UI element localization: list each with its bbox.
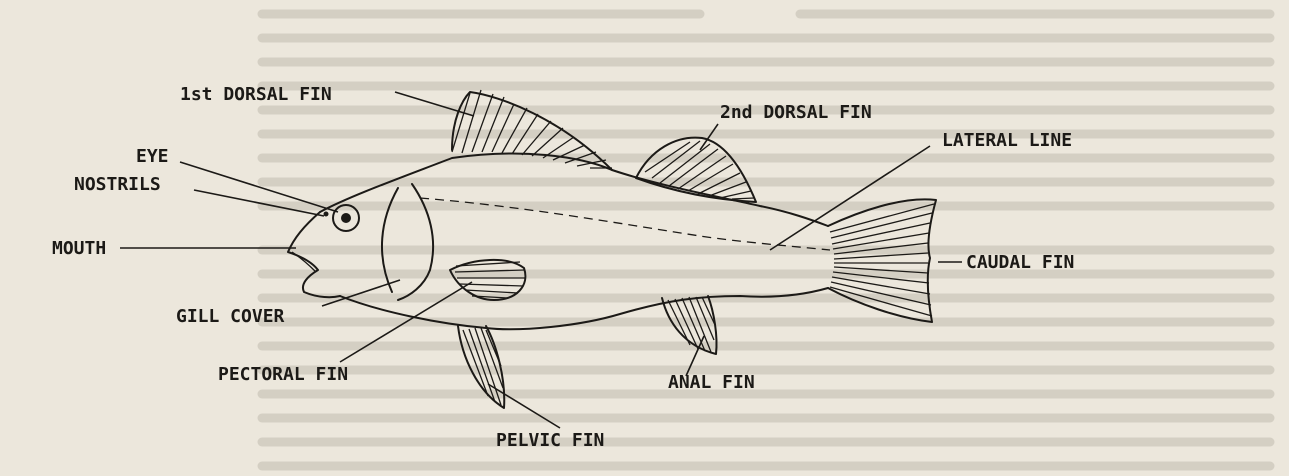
label-gill-cover: GILL COVER [176, 306, 285, 327]
label-nostrils: NOSTRILS [74, 174, 161, 195]
eye-pupil [341, 213, 351, 223]
label-mouth: MOUTH [52, 238, 106, 259]
label-pelvic-fin: PELVIC FIN [496, 430, 604, 451]
label-first-dorsal-fin: 1st DORSAL FIN [180, 84, 332, 105]
label-eye: EYE [136, 146, 169, 167]
label-second-dorsal-fin: 2nd DORSAL FIN [720, 102, 872, 123]
label-anal-fin: ANAL FIN [668, 372, 755, 393]
nostril-dot [324, 212, 329, 217]
label-caudal-fin: CAUDAL FIN [966, 252, 1074, 273]
label-lateral-line: LATERAL LINE [942, 130, 1072, 151]
label-pectoral-fin: PECTORAL FIN [218, 364, 348, 385]
